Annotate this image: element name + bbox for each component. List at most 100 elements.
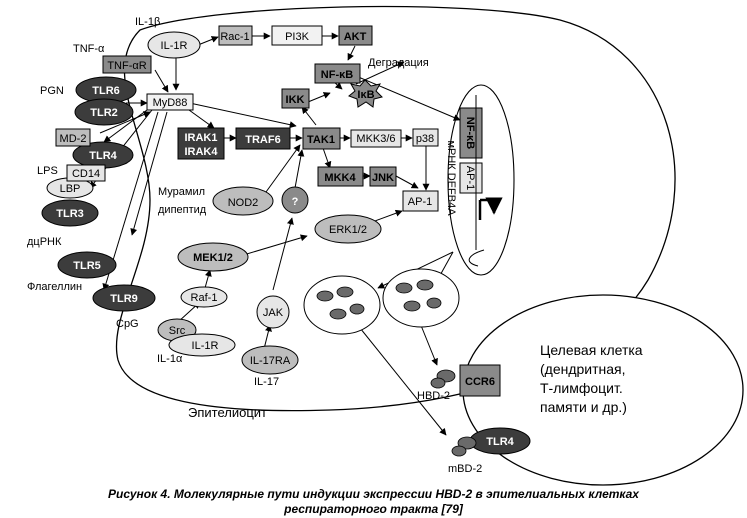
mek-label: MEK1/2: [193, 252, 233, 264]
question-label: ?: [292, 196, 299, 208]
mbd2-label: mBD-2: [448, 463, 482, 475]
tlr5-receptor: [57, 251, 117, 279]
md2-label: MD-2: [60, 133, 87, 145]
jnk-box: [369, 166, 397, 187]
rac1-box: [218, 25, 253, 46]
nfkb-label: NF-κB: [321, 69, 353, 81]
raf1-label: Raf-1: [191, 292, 218, 304]
lbp-label: LBP: [60, 183, 81, 195]
il1r-top-label: IL-1R: [161, 40, 188, 52]
pi3k-box: [271, 25, 323, 46]
cpg-label: CpG: [116, 318, 139, 330]
erk-protein: [314, 214, 382, 244]
figure-caption: Рисунок 4. Молекулярные пути индукции эк…: [0, 487, 747, 517]
mkk36-label: MKK3/6: [356, 133, 395, 145]
irak4-label: IRAK4: [184, 146, 218, 158]
tlr5-label: TLR5: [73, 260, 101, 272]
ap1-nuclear-label: AP-1: [464, 166, 476, 190]
p38-box: [412, 128, 439, 147]
il1r-bottom-receptor: [168, 333, 236, 357]
mrna-label: мРНК DEFB4A: [445, 140, 457, 216]
tnfa-label: TNF-α: [73, 43, 105, 55]
target-label-2: (дендритная,: [540, 361, 626, 377]
md2-box: [55, 128, 91, 147]
ikk-label: IKK: [286, 94, 305, 106]
il1a-label: IL-1α: [157, 353, 183, 365]
ccr6-label: CCR6: [465, 376, 495, 388]
nfkb-box: [314, 63, 361, 84]
epithelial-label: Эпителиоцит: [188, 405, 267, 420]
tak1-box: [302, 127, 341, 150]
ap1-label: AP-1: [408, 196, 432, 208]
il17-label: IL-17: [254, 376, 279, 388]
jnk-label: JNK: [372, 172, 394, 184]
jak-protein: [256, 295, 290, 329]
dsrna-label: дцРНК: [27, 236, 62, 248]
il1b-label: IL-1β: [135, 16, 160, 28]
target-label-3: Т-лимфоцит.: [540, 380, 623, 396]
traf6-box: [235, 127, 291, 150]
p38-label: p38: [416, 133, 434, 145]
tlr4-target-label: TLR4: [486, 436, 514, 448]
irak-box: [177, 127, 225, 160]
irak1-label: IRAK1: [184, 132, 217, 144]
jak-label: JAK: [263, 307, 284, 319]
myd88-label: MyD88: [153, 97, 188, 109]
src-label: Src: [169, 325, 186, 337]
rac1-label: Rac-1: [220, 31, 249, 43]
nfkb-nuclear-label: NF-κB: [464, 117, 476, 149]
cd14-label: CD14: [72, 168, 100, 180]
il17ra-receptor: [241, 345, 299, 375]
pgn-label: PGN: [40, 85, 64, 97]
il1r-bottom-label: IL-1R: [192, 340, 219, 352]
mek-protein: [177, 242, 249, 272]
akt-label: AKT: [344, 31, 367, 43]
degradation-label: Деградация: [368, 57, 429, 69]
target-label-4: памяти и др.): [540, 399, 627, 415]
tlr3-label: TLR3: [56, 208, 84, 220]
muramyl-label-1: Мурамил: [158, 186, 205, 198]
vesicle-right: [382, 268, 460, 328]
mkk4-label: MKK4: [324, 172, 356, 184]
nod2-label: NOD2: [228, 197, 259, 209]
ccr6-box: [459, 364, 501, 397]
tlr3-receptor: [41, 199, 99, 227]
ap1-box: [402, 190, 439, 212]
mkk4-box: [317, 166, 364, 187]
tlr9-receptor: [92, 284, 156, 312]
tlr2-receptor: [74, 98, 134, 126]
tlr2-label: TLR2: [90, 107, 118, 119]
vesicle-left: [303, 275, 381, 335]
pi3k-label: PI3K: [285, 31, 310, 43]
tnfar-label: TNF-αR: [107, 60, 146, 72]
hbd2-peptides: [316, 279, 477, 457]
traf6-label: TRAF6: [245, 134, 280, 146]
gene-locus: [468, 95, 503, 267]
myd88-box: [146, 93, 194, 111]
ikb-label: IκB: [357, 89, 374, 101]
target-label-1: Целевая клетка: [540, 342, 643, 358]
muramyl-label-2: дипептид: [158, 204, 207, 216]
nod2-protein: [212, 186, 274, 216]
ikk-box: [281, 88, 310, 109]
erk-label: ERK1/2: [329, 224, 367, 236]
caption-line-2: респираторного тракта [79]: [284, 502, 463, 516]
flagellin-label: Флагеллин: [27, 281, 82, 293]
tlr4-label: TLR4: [89, 150, 117, 162]
akt-box: [338, 25, 373, 46]
mkk36-box: [350, 129, 402, 148]
il17ra-label: IL-17RA: [250, 355, 291, 367]
il1r-top-receptor: [147, 31, 201, 59]
tak1-label: TAK1: [307, 134, 335, 146]
lps-label: LPS: [37, 165, 58, 177]
ikb-star: [348, 79, 383, 108]
tlr9-label: TLR9: [110, 293, 138, 305]
caption-line-1: Рисунок 4. Молекулярные пути индукции эк…: [108, 487, 639, 501]
cd14-box: [66, 164, 106, 182]
hbd2-label: HBD-2: [417, 390, 450, 402]
tnfar-box: [102, 55, 152, 74]
tlr6-label: TLR6: [92, 85, 120, 97]
unknown-protein: [281, 186, 309, 214]
nucleus: [447, 84, 515, 276]
